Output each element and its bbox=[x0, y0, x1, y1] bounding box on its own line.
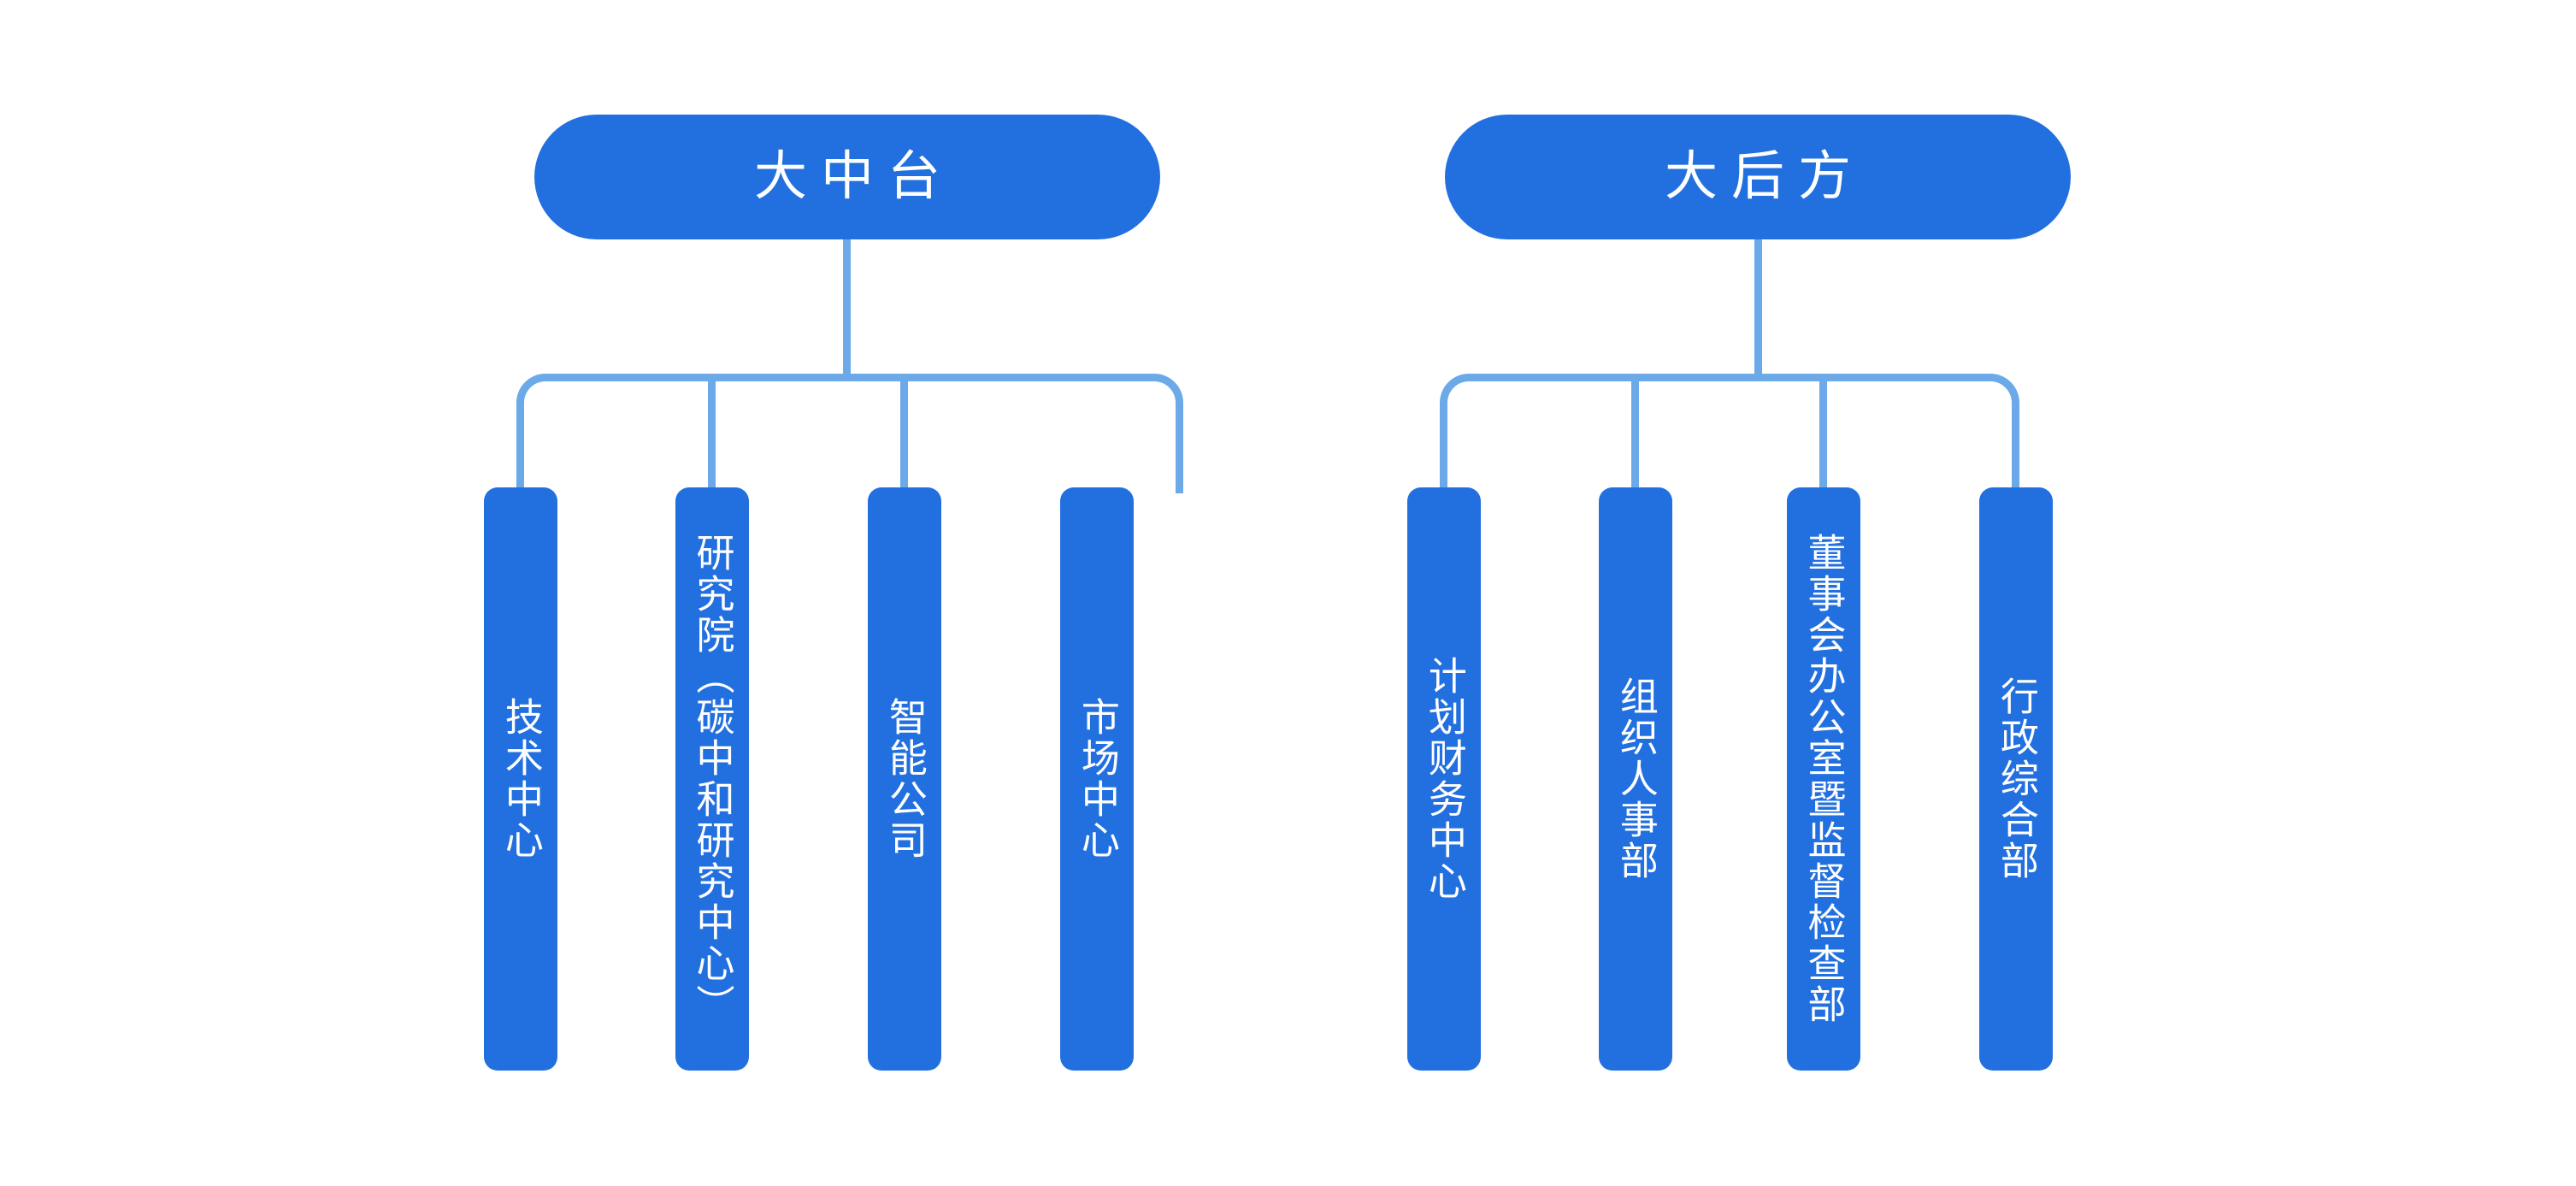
root-node-back-office[interactable]: 大后方 bbox=[1445, 115, 2071, 239]
leaf-node-label: 技术中心 bbox=[498, 697, 543, 861]
leaf-node-planning-finance-center[interactable]: 计划财务中心 bbox=[1407, 487, 1481, 1071]
root-node-label: 大中台 bbox=[753, 147, 954, 206]
connector-drop-research-institute bbox=[708, 377, 716, 490]
leaf-node-tech-center[interactable]: 技术中心 bbox=[484, 487, 557, 1071]
leaf-node-label: 市场中心 bbox=[1075, 697, 1119, 861]
connector-stem-back-office bbox=[1754, 239, 1762, 378]
connector-bar-center-platform bbox=[516, 374, 1183, 493]
connector-bar-back-office bbox=[1440, 374, 2019, 493]
leaf-node-research-institute[interactable]: 研究院（碳中和研究中心） bbox=[675, 487, 749, 1071]
leaf-node-organization-hr-dept[interactable]: 组织人事部 bbox=[1599, 487, 1672, 1071]
leaf-node-label: 智能公司 bbox=[882, 697, 927, 861]
leaf-node-market-center[interactable]: 市场中心 bbox=[1060, 487, 1134, 1071]
leaf-node-label: 董事会办公室暨监督检查部 bbox=[1801, 533, 1846, 1025]
connector-drop-intelligent-company bbox=[900, 377, 908, 490]
leaf-node-label: 研究院（碳中和研究中心） bbox=[690, 533, 734, 1025]
leaf-node-label: 计划财务中心 bbox=[1422, 656, 1466, 902]
leaf-node-intelligent-company[interactable]: 智能公司 bbox=[868, 487, 941, 1071]
root-node-label: 大后方 bbox=[1664, 147, 1865, 206]
leaf-node-admin-general-dept[interactable]: 行政综合部 bbox=[1979, 487, 2053, 1071]
leaf-node-label: 组织人事部 bbox=[1613, 676, 1658, 882]
root-node-center-platform[interactable]: 大中台 bbox=[534, 115, 1160, 239]
connector-drop-board-office-supervision bbox=[1819, 377, 1827, 490]
leaf-node-label: 行政综合部 bbox=[1994, 676, 2038, 882]
leaf-node-board-office-supervision[interactable]: 董事会办公室暨监督检查部 bbox=[1787, 487, 1860, 1071]
connector-drop-organization-hr-dept bbox=[1631, 377, 1639, 490]
connector-stem-center-platform bbox=[843, 239, 851, 378]
